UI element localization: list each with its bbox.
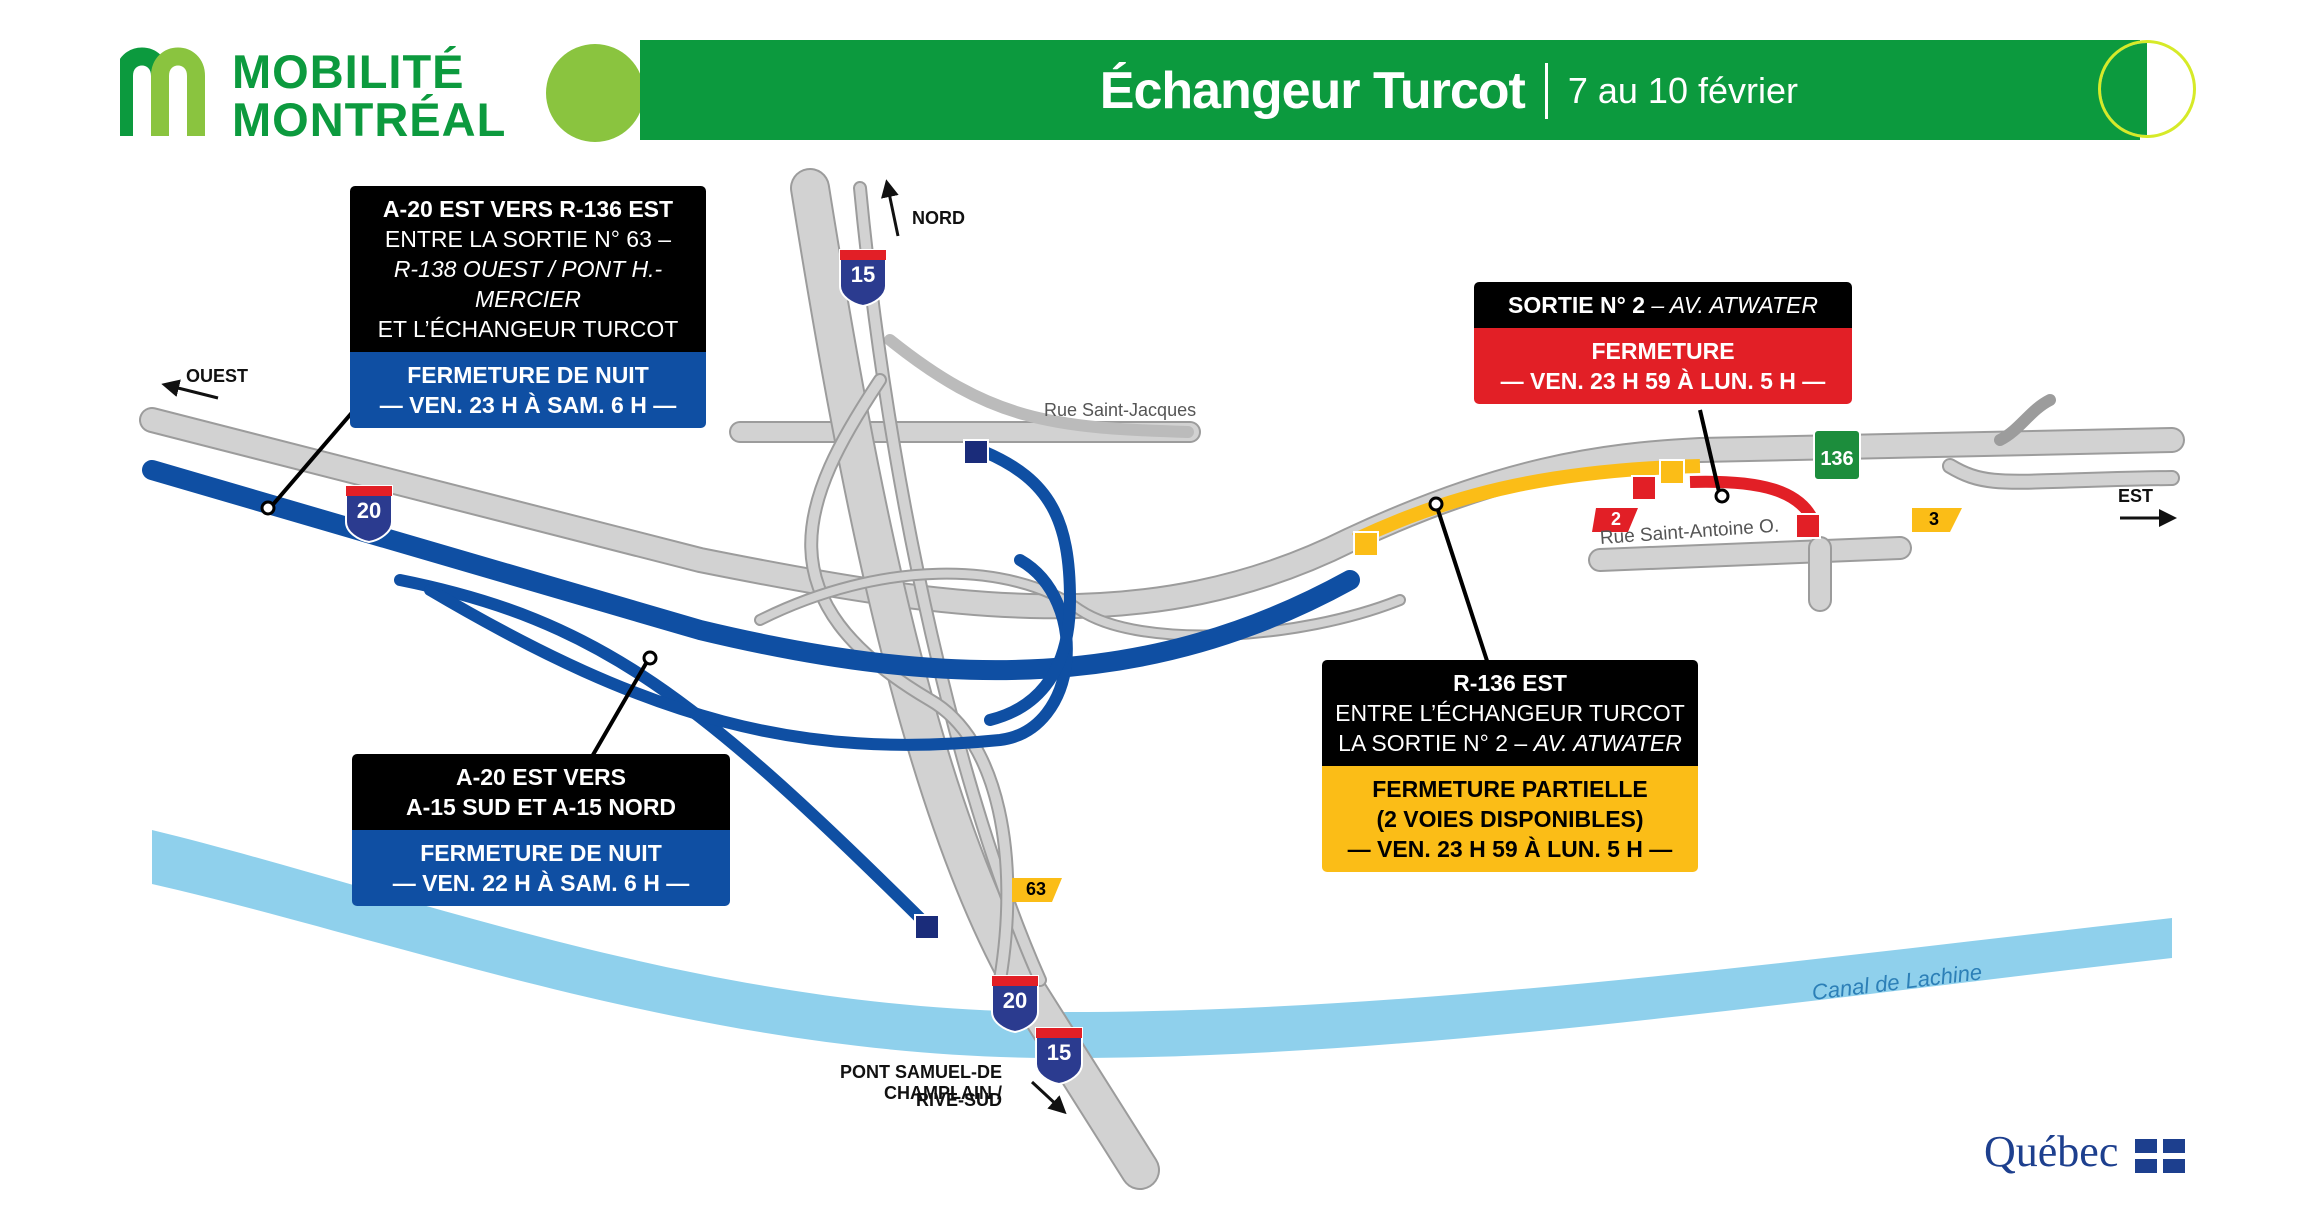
c1-line4: ET L’ÉCHANGEUR TURCOT (377, 316, 679, 342)
quebec-flag-icon (2135, 1138, 2186, 1173)
quebec-logo: Québec (1984, 1126, 2186, 1177)
brand-mark (120, 47, 205, 136)
c3-status1: FERMETURE (1591, 338, 1735, 364)
header-dot (546, 44, 644, 142)
exit-63-tag (1012, 878, 1062, 902)
a20-bottom-number: 20 (1002, 988, 1028, 1013)
c1-line1: A-20 EST VERS R-136 EST (382, 196, 674, 222)
callout-r136: R-136 EST ENTRE L’ÉCHANGEUR TURCOT LA SO… (1322, 660, 1698, 872)
c4-status1: FERMETURE PARTIELLE (1372, 776, 1648, 802)
a20-shield-bottom (991, 975, 1039, 1034)
exit-3-number: 3 (1928, 509, 1939, 529)
c4-line1: R-136 EST (1453, 670, 1567, 696)
a20-shield-left (345, 485, 393, 544)
callout-a20-a15: A-20 EST VERS A-15 SUD ET A-15 NORD FERM… (352, 754, 730, 906)
exit-3-tag (1912, 508, 1962, 532)
c4-line3b: AV. ATWATER (1533, 730, 1682, 756)
label-saint-jacques: Rue Saint-Jacques (1044, 400, 1197, 420)
c1-line3: R-138 OUEST / PONT H.-MERCIER (393, 256, 663, 312)
exit-2-number: 2 (1610, 509, 1621, 529)
c2-line2: A-15 SUD ET A-15 NORD (405, 794, 677, 820)
r136-number: 136 (1820, 448, 1854, 470)
label-west: OUEST (186, 366, 249, 386)
label-south-2: RIVE-SUD (915, 1090, 1002, 1110)
c1-status2: — VEN. 23 H À SAM. 6 H — (379, 392, 677, 418)
c1-status1: FERMETURE DE NUIT (407, 362, 649, 388)
exit-63-number: 63 (1025, 879, 1047, 899)
a15-shield-bottom (1035, 1027, 1083, 1086)
c3-line1a: SORTIE N° 2 (1508, 292, 1646, 318)
label-north: NORD (912, 208, 965, 228)
label-south: PONT SAMUEL-DE CHAMPLAIN / (840, 1062, 1002, 1103)
callout-exit2: SORTIE N° 2 – AV. ATWATER FERMETURE — VE… (1474, 282, 1852, 404)
c2-status1: FERMETURE DE NUIT (420, 840, 662, 866)
c1-line2: ENTRE LA SORTIE N° 63 – (384, 226, 672, 252)
brand-line1: MOBILITÉ (232, 45, 465, 98)
brand-line2: MONTRÉAL (232, 93, 507, 146)
c3-line1b: – AV. ATWATER (1645, 292, 1818, 318)
quebec-wordmark: Québec (1984, 1127, 2119, 1176)
header-bar (640, 40, 2140, 140)
page-title: Échangeur Turcot (1099, 62, 1526, 120)
a15-top-number: 15 (850, 262, 876, 287)
c4-status2: (2 VOIES DISPONIBLES) (1376, 806, 1644, 832)
a20-left-number: 20 (356, 498, 382, 523)
south-arrow (1030, 1080, 1067, 1115)
a20-eastbound-closed (142, 460, 1360, 681)
exit2-closure (1689, 475, 1820, 525)
brand-logo: MOBILITÉ MONTRÉAL (120, 40, 505, 146)
a15-bottom-number: 15 (1046, 1040, 1072, 1065)
header-title: Échangeur Turcot 7 au 10 février (1100, 56, 1798, 126)
r136-shield (1813, 429, 1861, 481)
c4-status3: — VEN. 23 H 59 À LUN. 5 H — (1347, 836, 1673, 862)
label-east: EST (2118, 486, 2154, 506)
c4-line3a: LA SORTIE N° 2 – (1338, 730, 1534, 756)
title-separator (1544, 63, 1548, 119)
callout-a20-r136: A-20 EST VERS R-136 EST ENTRE LA SORTIE … (350, 186, 706, 428)
closure-markers (914, 439, 1821, 940)
r136-partial-closure (1351, 459, 1701, 547)
date-range: 7 au 10 février (1567, 70, 1798, 111)
header-ring (2098, 40, 2196, 138)
c2-status2: — VEN. 22 H À SAM. 6 H — (392, 870, 690, 896)
exit-2-tag (1592, 508, 1638, 532)
a15-shield-top (839, 249, 887, 308)
c4-line2: ENTRE L’ÉCHANGEUR TURCOT (1335, 700, 1685, 726)
canal-lachine (152, 830, 2172, 1059)
west-arrow (161, 379, 219, 400)
c2-line1: A-20 EST VERS (456, 764, 626, 790)
c3-status2: — VEN. 23 H 59 À LUN. 5 H — (1500, 368, 1826, 394)
north-arrow (881, 179, 900, 237)
a20-to-a15-closed (394, 574, 934, 932)
